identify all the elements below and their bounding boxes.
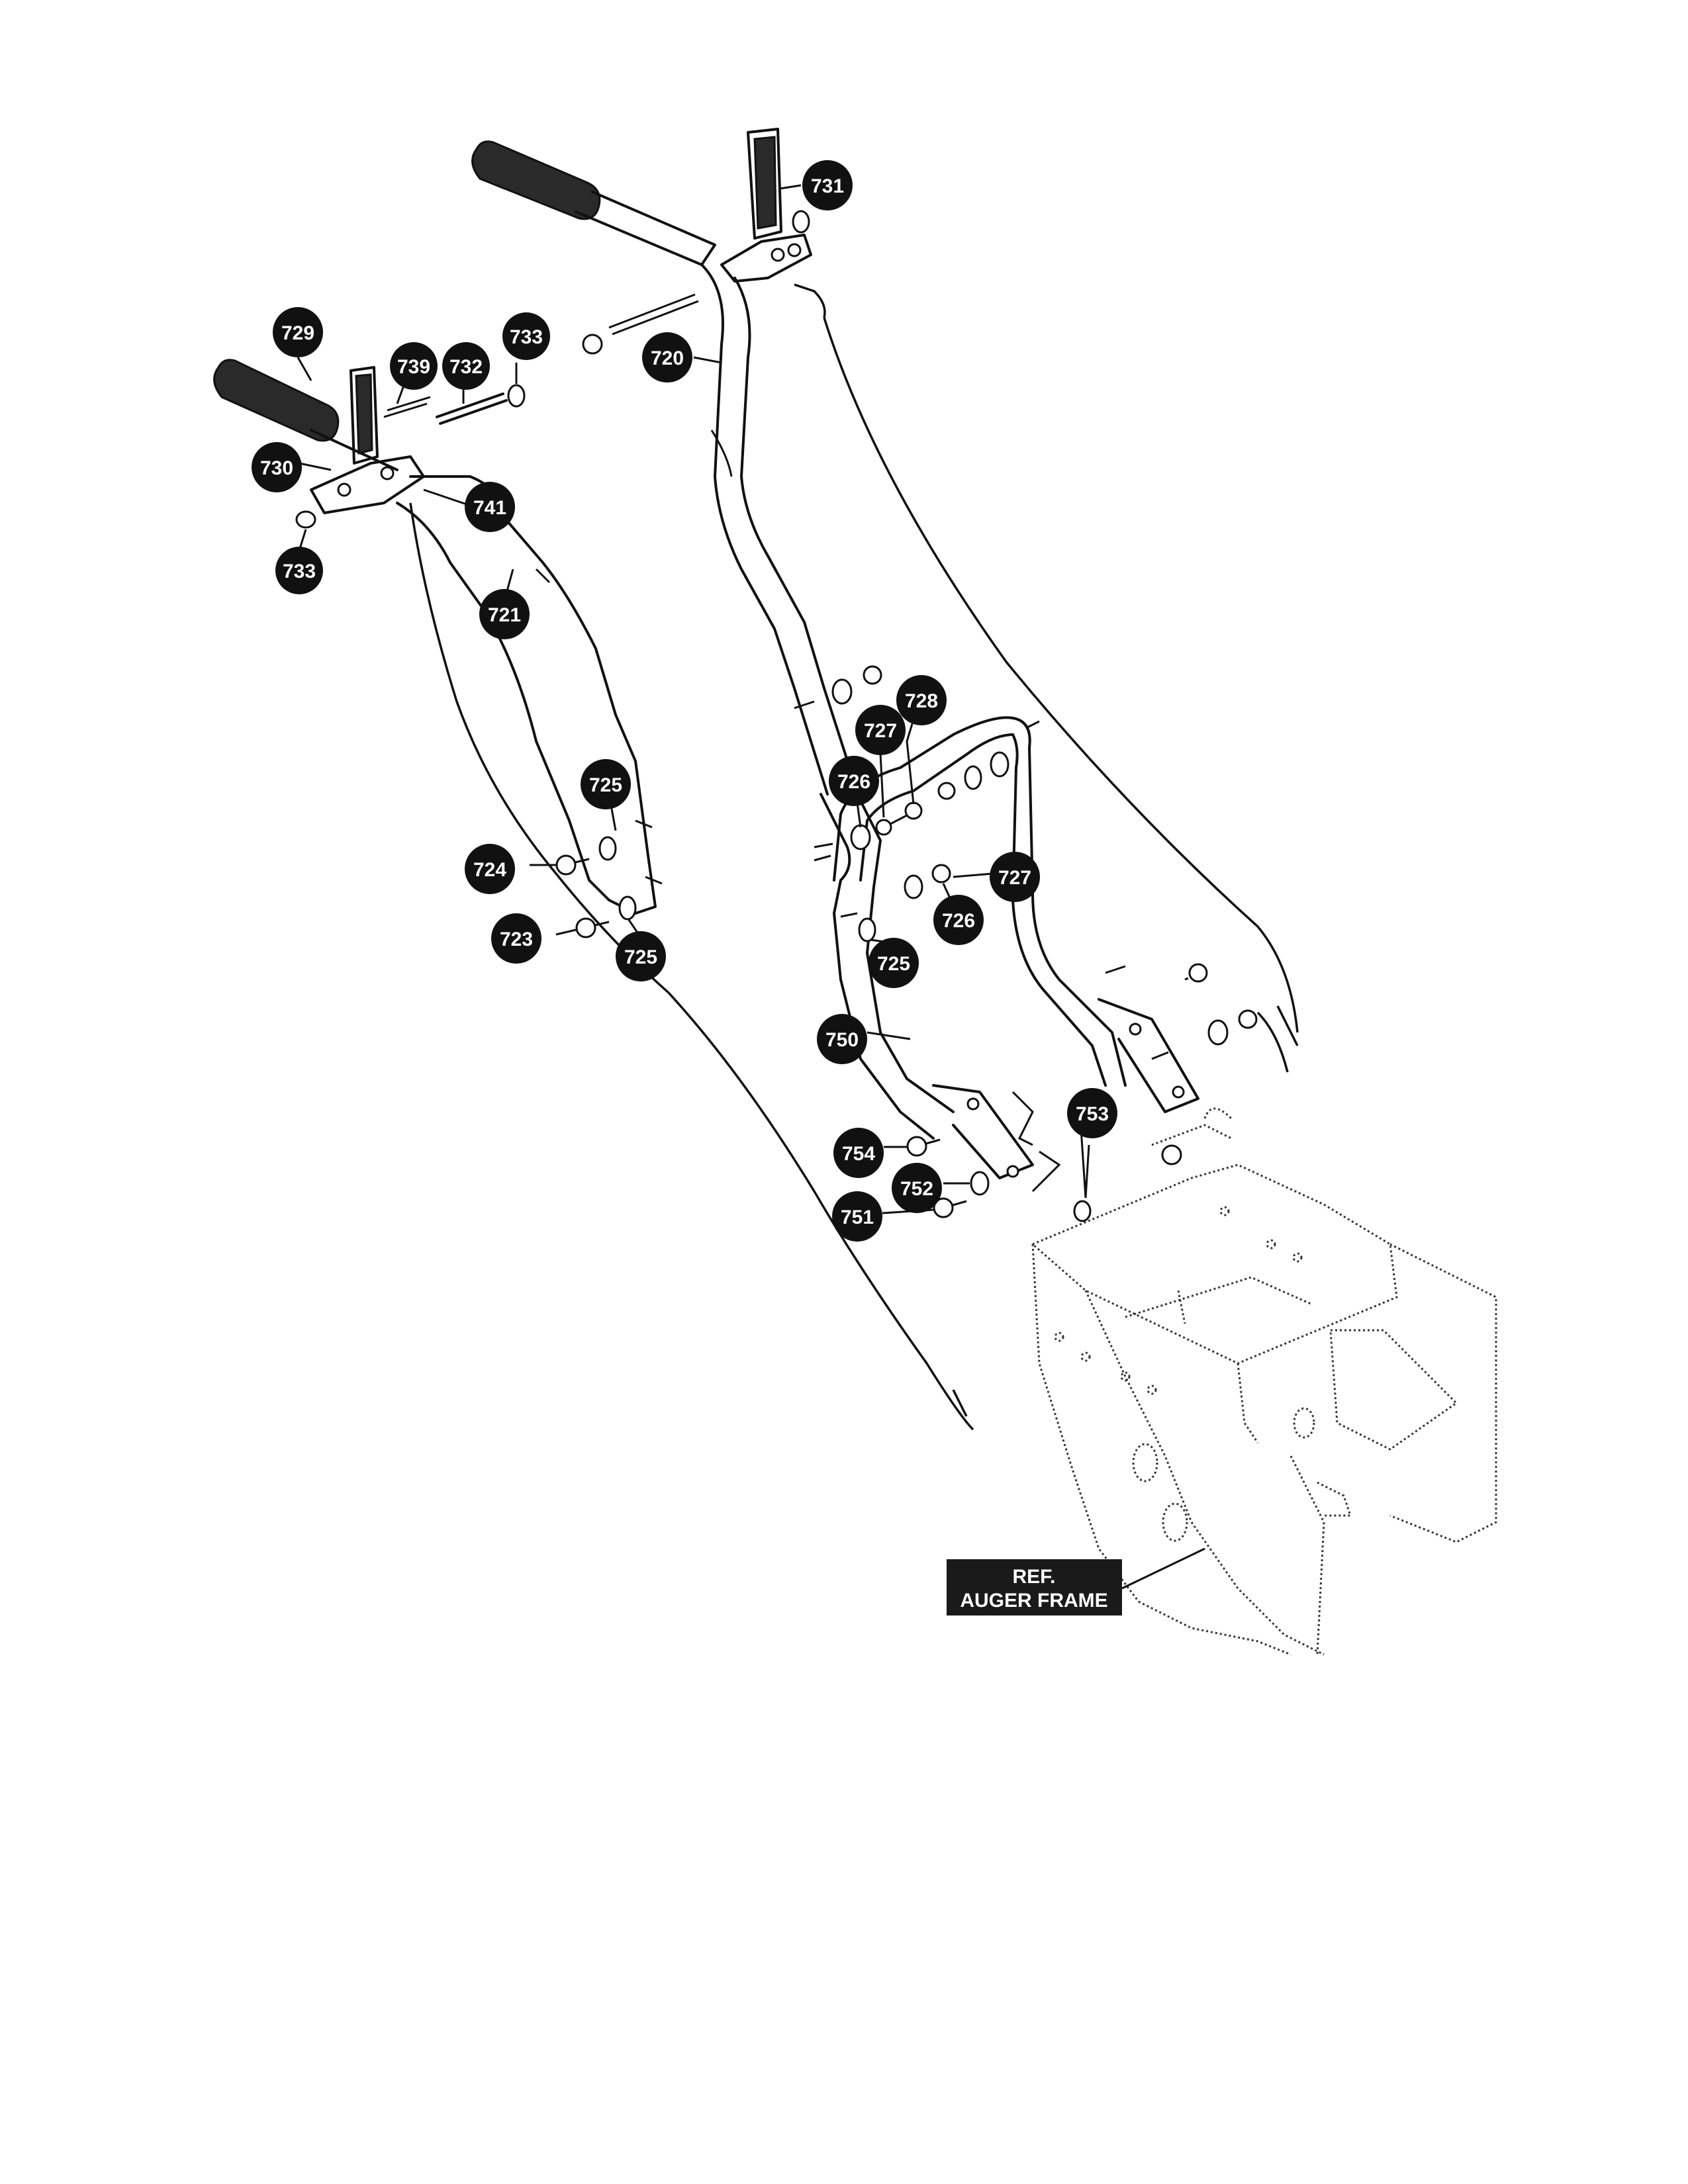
callout-739-label: 739	[397, 356, 430, 378]
callout-730: 730	[252, 442, 302, 492]
callout-739: 739	[390, 342, 438, 390]
callout-729: 729	[273, 307, 323, 357]
callout-732-label: 732	[449, 356, 483, 378]
callout-723-label: 723	[500, 929, 533, 950]
callout-725-upper: 725	[581, 759, 631, 809]
callout-752: 752	[892, 1163, 942, 1213]
callout-727-upper: 727	[855, 705, 906, 755]
callout-729-label: 729	[281, 322, 314, 344]
auger-frame	[1031, 1107, 1497, 1656]
callout-726-lower-label: 726	[942, 910, 975, 932]
reference-label: REF. AUGER FRAME	[947, 1547, 1205, 1615]
callout-732: 732	[442, 342, 490, 390]
callout-725-left-label: 725	[624, 946, 657, 968]
callout-726-lower: 726	[933, 895, 984, 945]
callout-751-label: 751	[841, 1206, 874, 1228]
callout-720: 720	[642, 332, 692, 383]
callout-754-label: 754	[842, 1143, 875, 1165]
reference-label-line2: AUGER FRAME	[960, 1590, 1107, 1612]
reference-label-box	[947, 1559, 1122, 1615]
callout-741: 741	[465, 482, 515, 532]
callout-721-label: 721	[488, 604, 521, 626]
callout-733-top: 733	[502, 312, 550, 360]
upper-handle-right	[471, 128, 1299, 1033]
callout-751: 751	[832, 1191, 882, 1242]
upper-handle-left	[213, 359, 974, 1431]
callout-725-middle-label: 725	[877, 953, 910, 975]
callout-727-upper-label: 727	[864, 720, 897, 742]
callout-733-bottom-label: 733	[283, 561, 316, 582]
callout-725-middle: 725	[868, 938, 919, 988]
callout-753-label: 753	[1076, 1103, 1109, 1125]
callout-730-label: 730	[260, 457, 293, 479]
callout-731: 731	[802, 160, 853, 210]
callout-750-label: 750	[825, 1029, 859, 1051]
reference-label-line1: REF.	[1012, 1566, 1055, 1588]
callout-741-label: 741	[473, 497, 506, 519]
middle-hardware	[814, 665, 1258, 1046]
right-grip	[471, 140, 716, 266]
left-lower-hardware	[555, 836, 637, 938]
callout-726-upper: 726	[829, 756, 879, 806]
callout-750: 750	[817, 1014, 867, 1064]
callout-720-label: 720	[651, 347, 684, 369]
callout-753: 753	[1067, 1088, 1117, 1138]
callout-723: 723	[491, 913, 541, 964]
callout-752-label: 752	[900, 1178, 933, 1200]
callout-724: 724	[465, 844, 515, 894]
callout-733-top-label: 733	[510, 326, 543, 348]
callout-754: 754	[833, 1128, 884, 1178]
callout-721: 721	[479, 589, 530, 639]
callout-727-lower-label: 727	[998, 867, 1031, 889]
callout-725-upper-label: 725	[589, 774, 622, 796]
lower-mounting-hardware	[906, 1091, 1182, 1222]
callout-727-lower: 727	[990, 852, 1040, 902]
callout-731-label: 731	[811, 175, 844, 197]
lower-handle	[794, 700, 1289, 1179]
callout-724-label: 724	[473, 859, 506, 881]
callout-728: 728	[896, 675, 947, 725]
callout-725-left: 725	[616, 931, 666, 981]
callout-733-bottom: 733	[275, 547, 323, 594]
callout-726-upper-label: 726	[837, 771, 870, 793]
leader-lines	[297, 184, 1090, 1214]
callout-728-label: 728	[905, 690, 938, 712]
